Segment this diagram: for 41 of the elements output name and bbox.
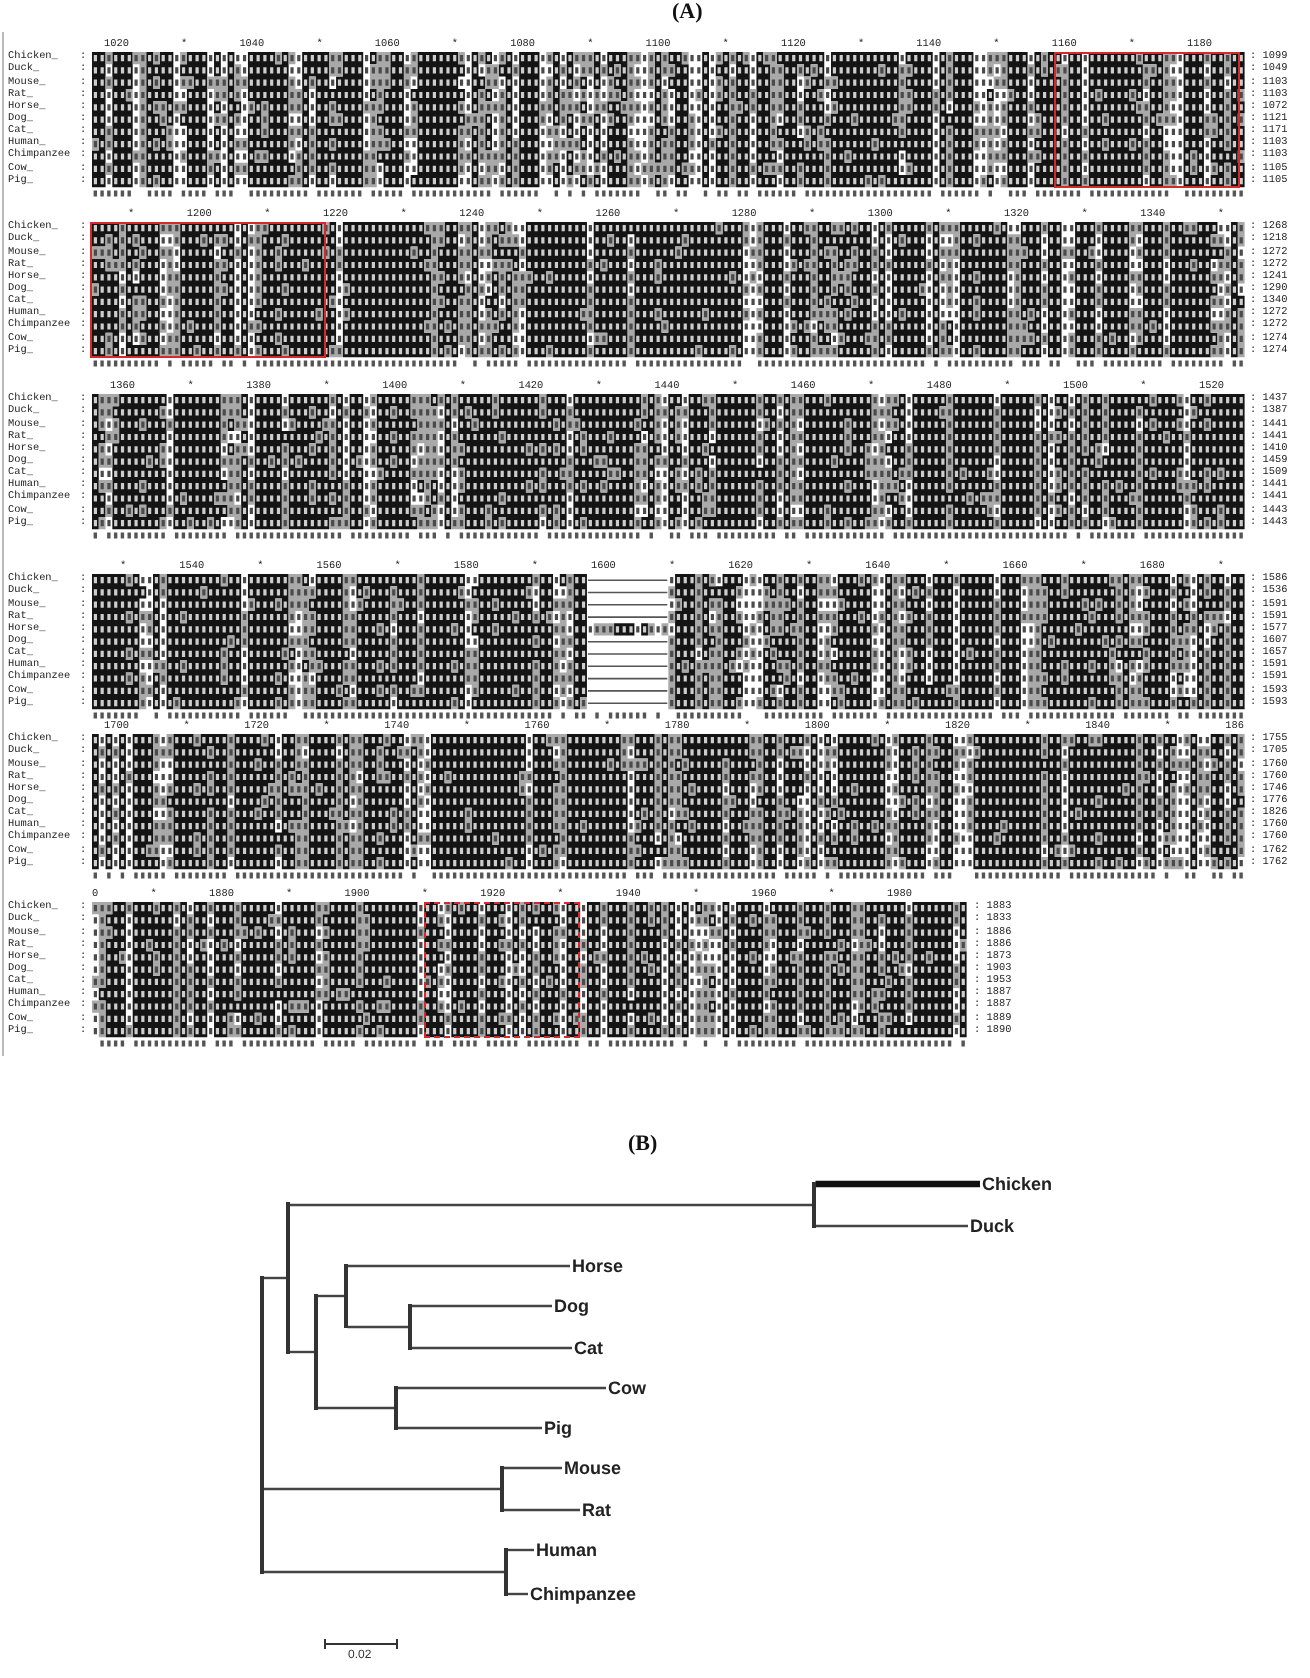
vertical-branch-line	[394, 1386, 398, 1430]
branch-line	[289, 1203, 813, 1207]
panel-label: (B)	[628, 1132, 658, 1156]
branch-line	[397, 1426, 542, 1430]
vertical-branch-line	[286, 1202, 290, 1354]
species-label: Chicken	[980, 1174, 1053, 1194]
vertical-branch-line	[344, 1264, 348, 1328]
branch-line	[263, 1487, 501, 1491]
vertical-branch-line	[314, 1294, 318, 1410]
branch-line	[263, 1570, 505, 1574]
species-label: Duck	[968, 1216, 1015, 1236]
branch-line	[317, 1406, 395, 1410]
species-label: Dog	[552, 1296, 589, 1316]
branch-line	[289, 1350, 315, 1354]
species-label: Human	[534, 1540, 598, 1560]
branch-line	[503, 1466, 562, 1470]
species-label: Chimpanzee	[528, 1584, 637, 1604]
branch-line	[317, 1294, 345, 1298]
species-label: Rat	[580, 1500, 612, 1520]
branch-line	[411, 1346, 572, 1350]
branch-line	[397, 1386, 606, 1390]
branch-line	[507, 1592, 528, 1596]
vertical-branch-line	[812, 1182, 816, 1228]
vertical-branch-line	[260, 1276, 264, 1574]
vertical-branch-line	[408, 1304, 412, 1350]
branch-line	[815, 1180, 980, 1188]
branch-line	[411, 1304, 552, 1308]
branch-line	[263, 1276, 287, 1280]
branch-line	[503, 1508, 580, 1512]
vertical-branch-line	[500, 1466, 504, 1512]
branch-line	[347, 1325, 409, 1329]
species-label: Mouse	[562, 1458, 622, 1478]
branch-line	[347, 1264, 570, 1268]
branch-line	[507, 1548, 534, 1552]
panel-label: (A)	[672, 0, 703, 24]
species-label: Horse	[570, 1256, 624, 1276]
species-label: Pig	[542, 1418, 573, 1438]
branch-line	[815, 1224, 968, 1228]
species-label: Cat	[572, 1338, 604, 1358]
species-label: Cow	[606, 1378, 646, 1398]
vertical-branch-line	[504, 1548, 508, 1596]
